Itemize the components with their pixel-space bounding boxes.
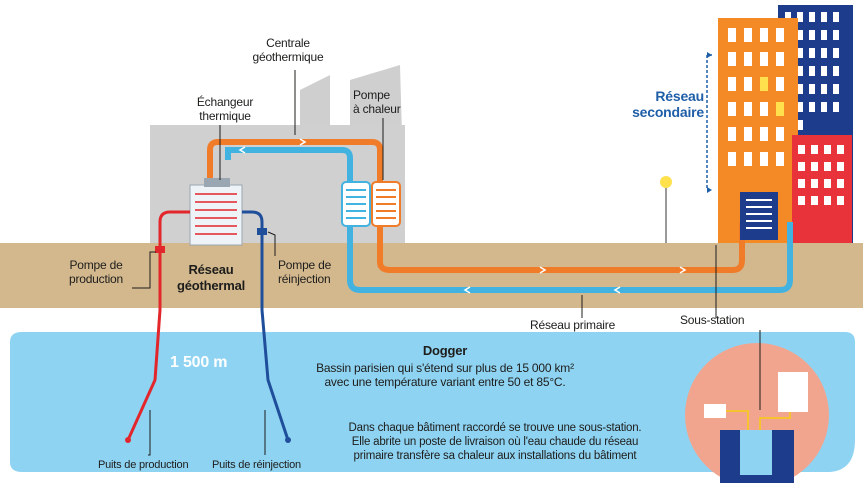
- production-pipe: [126, 210, 190, 441]
- label-echangeur-line1: Échangeur: [196, 95, 254, 109]
- heat-pump-hot-coils: [376, 189, 396, 219]
- label-pompe-chaleur: Pompe à chaleur: [353, 88, 433, 116]
- substation-boiler: [778, 372, 808, 412]
- label-reseau-secondaire-line2: secondaire: [632, 104, 704, 120]
- label-puits-production: Puits de production: [98, 459, 189, 471]
- label-dogger-text-line2: avec une température variant entre 50 et…: [324, 375, 566, 389]
- label-pompe-reinjection-line2: réinjection: [278, 272, 331, 286]
- heat-exchanger: [189, 184, 243, 246]
- aquifer-layer: [10, 332, 855, 472]
- label-centrale: Centrale géothermique: [238, 36, 338, 64]
- label-reseau-geothermal-line2: géothermal: [176, 278, 246, 293]
- label-reseau-geothermal: Réseau géothermal: [163, 262, 259, 294]
- reinjection-pump: [257, 228, 267, 235]
- radiator: [704, 404, 726, 418]
- label-reseau-secondaire: Réseau secondaire: [604, 88, 704, 120]
- ground-layer: [0, 243, 863, 308]
- label-pompe-production-line2: production: [68, 272, 124, 286]
- substation-exchanger: [740, 430, 772, 475]
- label-dogger-text-line1: Bassin parisien qui s'étend sur plus de …: [316, 361, 574, 375]
- label-substation-text-line2: Elle abrite un poste de livraison où l'e…: [351, 436, 639, 448]
- label-reseau-geothermal-line1: Réseau: [188, 262, 234, 277]
- label-puits-reinjection: Puits de réinjection: [212, 459, 301, 471]
- sub-station-unit-vents: [746, 199, 772, 229]
- heat-exchanger-plates: [195, 193, 237, 235]
- label-pompe-chaleur-line2: à chaleur: [353, 102, 401, 116]
- label-dogger-title: Dogger: [422, 343, 468, 358]
- label-dogger-text: Bassin parisien qui s'étend sur plus de …: [280, 361, 610, 389]
- label-reseau-primaire: Réseau primaire: [530, 318, 616, 332]
- orange-building-windows: [728, 28, 784, 166]
- label-substation-text: Dans chaque bâtiment raccordé se trouve …: [305, 421, 685, 463]
- production-pump: [155, 246, 165, 253]
- production-well-bottom: [125, 437, 131, 443]
- label-pompe-reinjection-line1: Pompe de: [278, 258, 332, 272]
- substation-pipes: [726, 410, 791, 432]
- label-pompe-reinjection: Pompe de réinjection: [278, 258, 358, 286]
- red-building-windows: [798, 145, 844, 205]
- reinjection-pipe: [242, 210, 290, 441]
- label-echangeur: Échangeur thermique: [180, 95, 270, 123]
- heat-exchanger-top: [204, 178, 230, 187]
- flow-arrows: [238, 138, 687, 294]
- label-sous-station: Sous-station: [680, 313, 745, 327]
- reinjection-well-bottom: [285, 437, 291, 443]
- label-centrale-line1: Centrale: [266, 36, 310, 50]
- label-pompe-production: Pompe de production: [56, 258, 136, 286]
- label-substation-text-line3: primaire transfère sa chaleur aux instal…: [353, 450, 637, 462]
- label-depth: 1 500 m: [170, 354, 228, 371]
- street-lamp-light: [660, 176, 672, 188]
- primary-network-cold-pipe: [225, 147, 793, 293]
- label-centrale-line2: géothermique: [252, 50, 324, 64]
- label-substation-text-line1: Dans chaque bâtiment raccordé se trouve …: [348, 422, 642, 434]
- label-pompe-chaleur-line1: Pompe: [353, 88, 391, 102]
- heat-pump-cold-coils: [346, 189, 366, 219]
- label-echangeur-line2: thermique: [199, 109, 251, 123]
- label-pompe-production-line1: Pompe de: [69, 258, 123, 272]
- label-reseau-secondaire-line1: Réseau: [655, 88, 704, 104]
- leader-lines: [132, 70, 761, 456]
